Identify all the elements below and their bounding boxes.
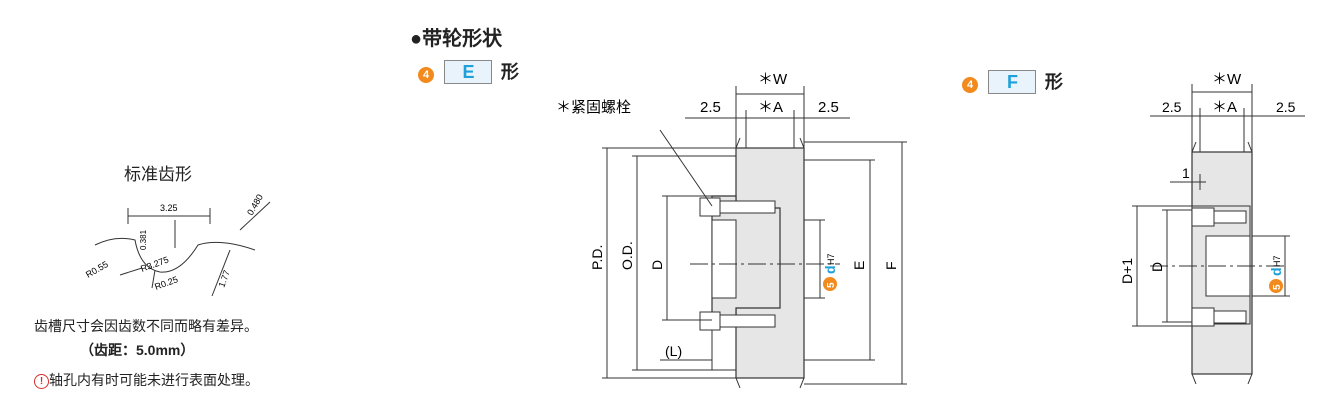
dim-one-label: 1 [1182, 165, 1190, 181]
dim-a-label: ＊A [758, 99, 783, 116]
dim-f-a-label: ＊A [1212, 99, 1237, 116]
warning-icon: ! [34, 373, 49, 389]
bore-tolerance: H7 [826, 253, 836, 265]
dim-f-label: F [883, 261, 899, 270]
set-screw-label: ＊紧固螺栓 [556, 99, 631, 116]
pulley-e-drawing: ＊W ＊A 2.5 2.5 ＊紧固螺栓 P.D. O.D. D E F (L) … [556, 71, 907, 389]
bore-d-symbol: d [822, 265, 838, 274]
dim-e-label: E [851, 261, 867, 270]
dim-l-label: (L) [665, 343, 682, 359]
bullet-icon: ● [410, 28, 423, 50]
dim-side-right: 2.5 [818, 99, 839, 116]
set-screw-bottom [699, 311, 721, 331]
tooth-outline [94, 237, 256, 273]
dim-f-w-label: ＊W [1212, 71, 1242, 88]
section-title: 带轮形状 [422, 28, 503, 50]
type-e-label: 4 E 形 [418, 58, 519, 84]
dim-f-d-label: D [1149, 262, 1165, 272]
section-header: ●带轮形状 [410, 22, 502, 51]
tooth-note-1: 齿槽尺寸会因齿数不同而略有差异。 [34, 318, 258, 334]
bore-number: 5 [826, 282, 837, 288]
type-e-suffix: 形 [500, 62, 519, 82]
tooth-note-3-row: !轴孔内有时可能未进行表面处理。 [34, 370, 259, 390]
dim-1-77: 1.77 [216, 269, 231, 289]
tooth-note-3: 轴孔内有时可能未进行表面处理。 [49, 372, 259, 388]
dim-pd-label: P.D. [589, 245, 605, 270]
tooth-profile-diagram: 3.25 0.480 0.381 R3.275 R0.55 R0.25 1.77 [84, 192, 271, 297]
dim-f-side-right: 2.5 [1276, 99, 1296, 115]
bore-f-number-badge [1269, 279, 1283, 293]
dim-d-plus-1-label: D+1 [1119, 258, 1135, 284]
dim-0-480: 0.480 [245, 192, 265, 217]
type-e-number-badge: 4 [418, 67, 434, 83]
dim-w-label: ＊W [758, 71, 788, 88]
bore-number-badge [823, 277, 837, 291]
type-f-number-badge: 4 [962, 77, 978, 93]
dim-3-25: 3.25 [160, 203, 178, 213]
type-f-suffix: 形 [1044, 72, 1063, 92]
tooth-profile-title: 标准齿形 [124, 165, 192, 184]
dim-od-label: O.D. [619, 241, 635, 270]
type-e-code-box: E [444, 60, 493, 84]
pulley-e-bore [711, 219, 737, 299]
set-screw-f-bottom [1191, 307, 1215, 327]
dim-r0-25: R0.25 [153, 274, 179, 292]
set-screw-top [699, 197, 721, 217]
bore-f-number: 5 [1272, 284, 1283, 290]
type-f-code-box: F [988, 70, 1037, 94]
dim-f-side-left: 2.5 [1162, 99, 1182, 115]
dim-side-left: 2.5 [700, 99, 721, 116]
type-f-label: 4 F 形 [962, 68, 1063, 94]
dim-r0-55: R0.55 [84, 259, 110, 280]
tooth-note-2: （齿距：5.0mm） [80, 342, 195, 358]
bore-f-d-symbol: d [1268, 267, 1284, 276]
bore-f-tolerance: H7 [1272, 255, 1282, 267]
pulley-f-drawing: ＊W ＊A 2.5 2.5 1 D+1 D 5 d H7 [1119, 71, 1305, 385]
dim-0-381: 0.381 [139, 229, 148, 250]
dim-d-label: D [649, 260, 665, 270]
set-screw-f-top [1191, 207, 1215, 227]
